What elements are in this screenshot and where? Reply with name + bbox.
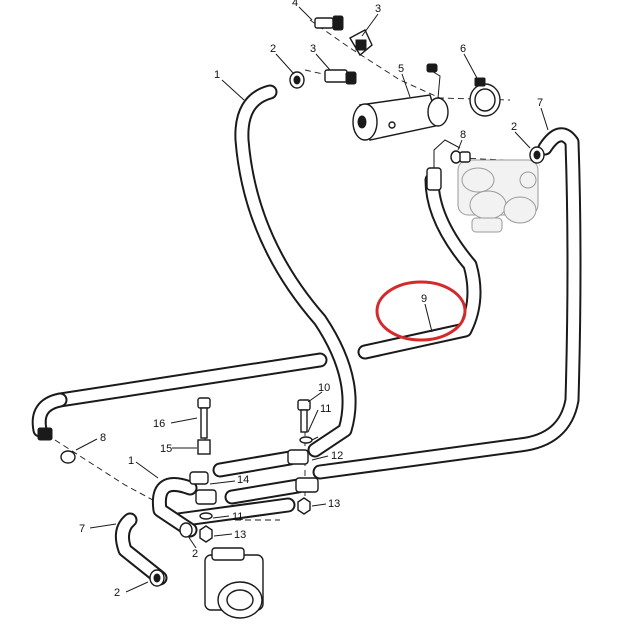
callout-7-low: 7 [79,523,85,535]
callout-2-low: 2 [192,548,198,560]
callout-2-top: 2 [270,43,276,55]
callout-13-low: 13 [234,529,246,541]
callout-1-low: 1 [128,455,134,467]
callout-3-top: 3 [375,3,381,15]
callout-11-low: 11 [232,511,243,523]
highlight-circle [375,280,467,342]
callout-2-bottom: 2 [114,587,120,599]
callout-6: 6 [460,43,466,55]
callout-12: 12 [331,450,343,462]
fitting-8-left [37,427,76,464]
pump-assembly [457,159,539,233]
fitting-3-mid [324,69,357,85]
callout-11-top: 11 [320,403,331,415]
clamp-2-top [289,71,305,89]
callout-8-left: 8 [100,432,106,444]
callout-16: 16 [153,418,165,430]
clamp-14 [189,471,217,505]
leader-lines [75,6,549,593]
fitting-4 [314,15,344,31]
spacer-15 [197,439,211,455]
valve-body [204,547,264,619]
tubes-lower [170,450,306,528]
callout-7-top: 7 [537,97,543,109]
hose-1-long [234,84,357,458]
hose-7-short [114,512,168,586]
callout-9: 9 [421,293,427,305]
clamp-2-right [529,146,545,164]
callout-5: 5 [398,63,404,75]
clamp-6 [469,77,501,117]
valve-5 [352,63,449,141]
callout-8-top: 8 [460,129,466,141]
callout-14: 14 [237,474,249,486]
callout-15: 15 [160,443,172,455]
hose-1-short [151,477,198,538]
clamp-12 [287,449,319,493]
elbow-3-top [349,29,373,57]
callout-3-mid: 3 [310,43,316,55]
hose-7-long [312,127,582,480]
bolt-16 [197,397,211,439]
metal-tube-left [31,352,328,438]
hose-9 [357,139,482,360]
fitting-8-top [450,150,471,164]
callout-13-right: 13 [328,498,340,510]
callout-labels: 4 3 2 3 1 5 6 7 2 8 9 10 11 16 8 15 12 1… [79,0,543,599]
clamp-2-bottom [149,522,193,587]
nut-13 [199,497,311,543]
callout-10: 10 [318,382,330,394]
callout-4: 4 [292,0,298,9]
bolt-10 [297,399,311,433]
callout-1-top: 1 [214,69,220,81]
callout-2-right: 2 [511,121,517,133]
